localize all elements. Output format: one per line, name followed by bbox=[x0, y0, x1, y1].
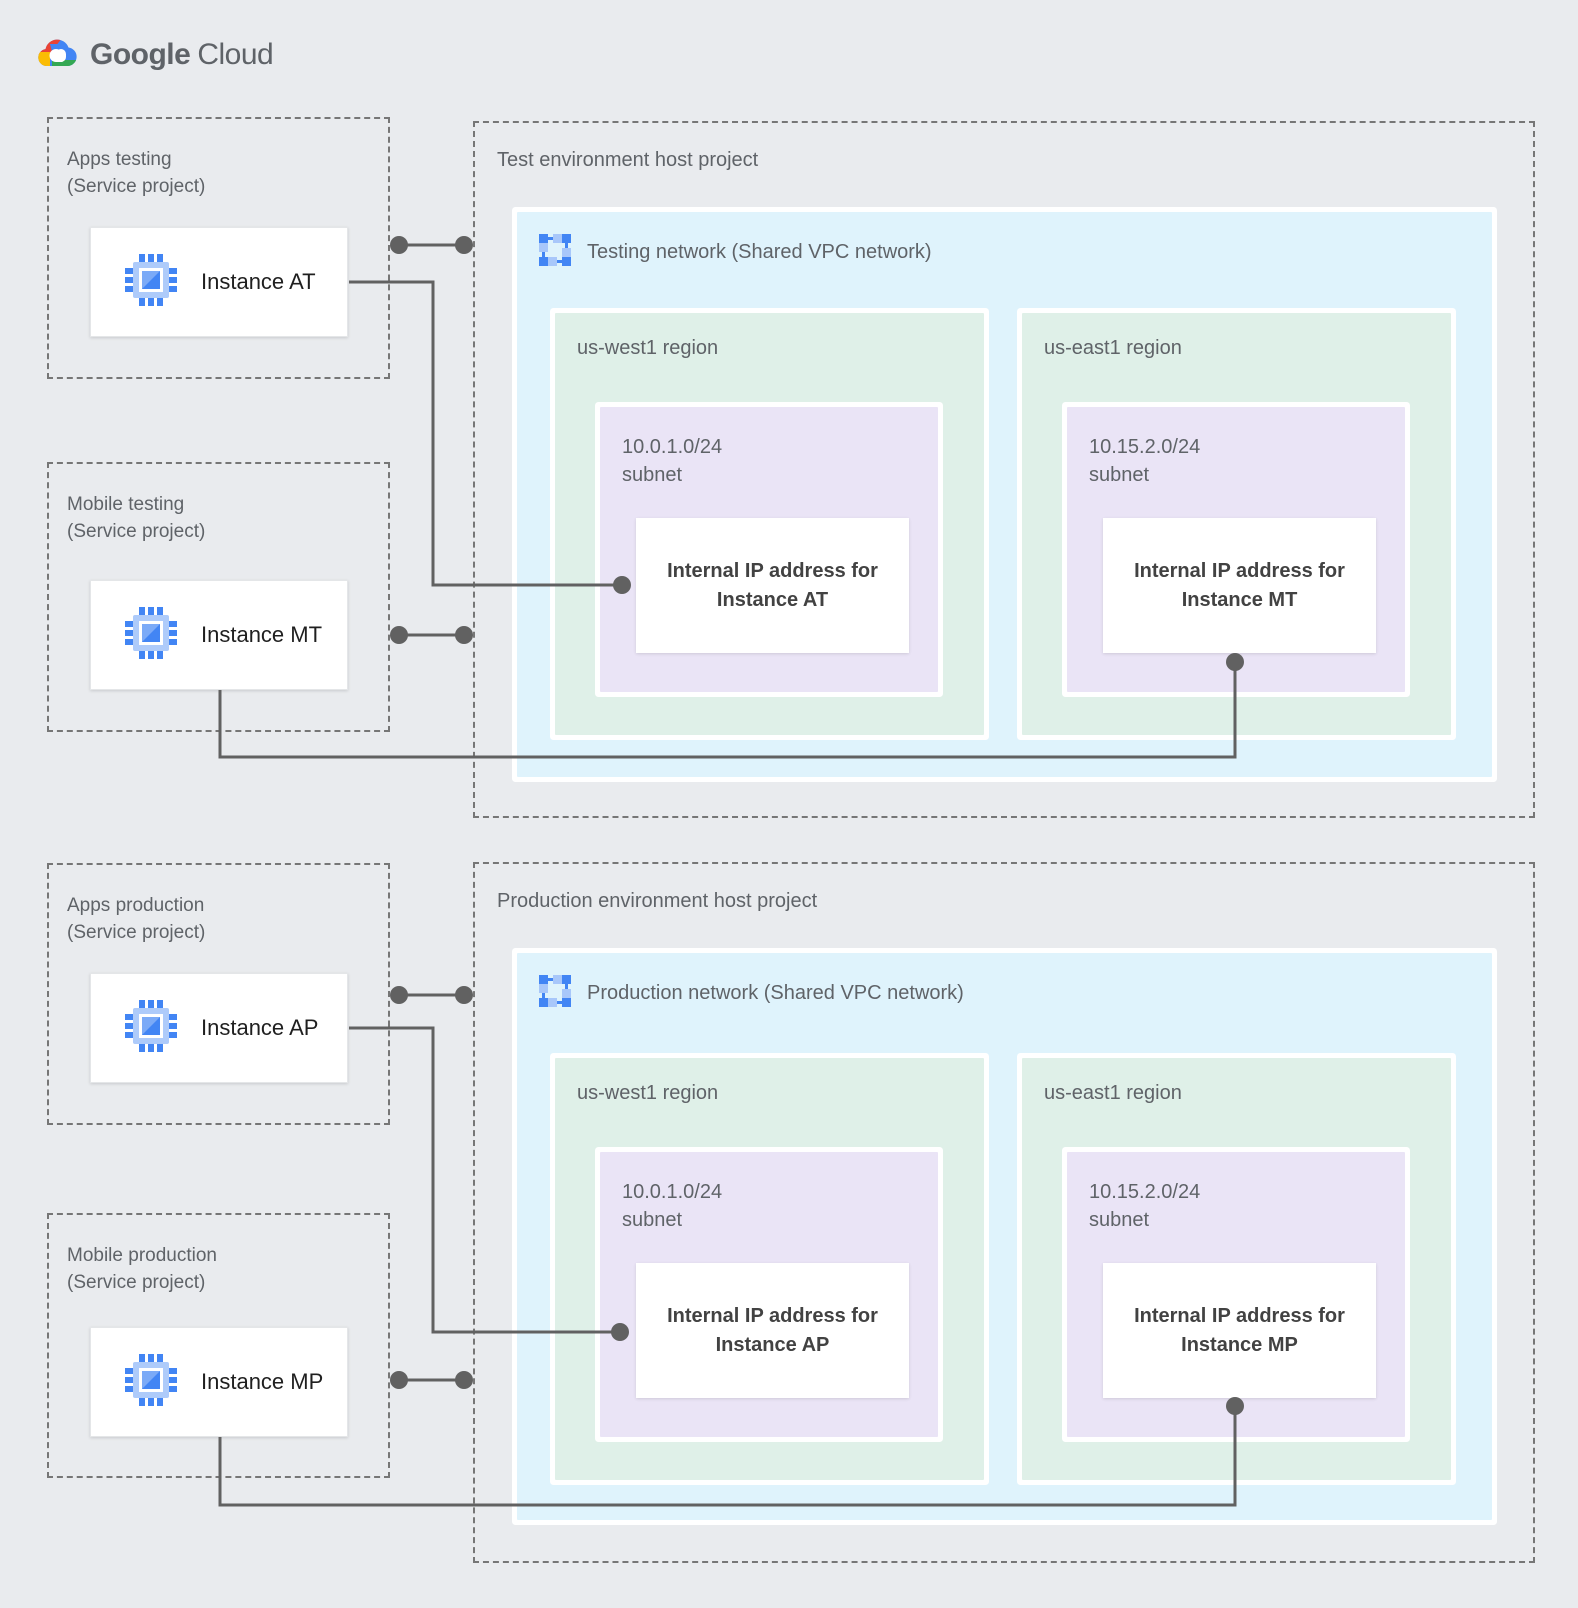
connector-ap-host bbox=[390, 986, 473, 1004]
service-project-label: Apps production (Service project) bbox=[49, 865, 388, 946]
instance-label: Instance AP bbox=[201, 1015, 319, 1040]
instance-mp-card: Instance MP bbox=[90, 1327, 348, 1437]
vpc-network-icon bbox=[539, 975, 571, 1007]
region-us-west1-test: us-west1 region 10.0.1.0/24 subnet Inter… bbox=[555, 313, 984, 735]
instance-label: Instance MP bbox=[201, 1369, 324, 1394]
service-project-title: Apps testing bbox=[67, 149, 172, 170]
chip-icon-slot bbox=[123, 998, 179, 1059]
service-project-title: Mobile production bbox=[67, 1245, 217, 1266]
service-project-subtitle: (Service project) bbox=[67, 922, 206, 943]
region-us-west1-prod: us-west1 region 10.0.1.0/24 subnet Inter… bbox=[555, 1058, 984, 1480]
subnet-label: 10.0.1.0/24 subnet bbox=[622, 1181, 723, 1231]
instance-ap-card: Instance AP bbox=[90, 973, 348, 1083]
chip-icon-slot bbox=[123, 605, 179, 666]
chip-icon-slot bbox=[123, 1352, 179, 1413]
google-cloud-logo-icon bbox=[38, 39, 77, 67]
internal-ip-label: Internal IP address for Instance AT bbox=[667, 559, 878, 611]
service-project-subtitle: (Service project) bbox=[67, 1272, 206, 1293]
subnet-label: 10.0.1.0/24 subnet bbox=[622, 436, 723, 486]
service-project-label: Mobile production (Service project) bbox=[49, 1215, 388, 1296]
internal-ip-label: Internal IP address for Instance MT bbox=[1134, 559, 1345, 611]
vpc-icon-slot bbox=[537, 232, 573, 273]
subnet-box: 10.15.2.0/24 subnet Internal IP address … bbox=[1067, 1152, 1405, 1437]
region-label: us-west1 region bbox=[577, 337, 719, 359]
connector-at-host bbox=[390, 236, 473, 254]
vpc-network-icon bbox=[539, 234, 571, 266]
region-us-east1-prod: us-east1 region 10.15.2.0/24 subnet Inte… bbox=[1022, 1058, 1451, 1480]
instance-label: Instance AT bbox=[201, 269, 316, 294]
instance-at-card: Instance AT bbox=[90, 227, 348, 337]
host-project-title: Test environment host project bbox=[497, 149, 759, 171]
subnet-box: 10.15.2.0/24 subnet Internal IP address … bbox=[1067, 407, 1405, 692]
region-label: us-east1 region bbox=[1044, 1082, 1182, 1104]
instance-label: Instance MT bbox=[201, 622, 323, 647]
host-project-title: Production environment host project bbox=[497, 890, 818, 912]
compute-instance-icon bbox=[125, 999, 177, 1052]
region-us-east1-test: us-east1 region 10.15.2.0/24 subnet Inte… bbox=[1022, 313, 1451, 735]
network-label: Testing network (Shared VPC network) bbox=[587, 241, 932, 263]
subnet-label: 10.15.2.0/24 subnet bbox=[1089, 1181, 1201, 1231]
subnet-label: 10.15.2.0/24 subnet bbox=[1089, 436, 1201, 486]
network-header: Production network (Shared VPC network) bbox=[517, 953, 1492, 1014]
service-project-subtitle: (Service project) bbox=[67, 176, 206, 197]
instance-mt-card: Instance MT bbox=[90, 580, 348, 690]
service-project-apps-production: Apps production (Service project) bbox=[47, 863, 390, 1125]
connector-mp-host bbox=[390, 1371, 473, 1389]
compute-instance-icon bbox=[125, 253, 177, 306]
testing-network-box: Testing network (Shared VPC network) us-… bbox=[517, 212, 1492, 777]
subnet-box: 10.0.1.0/24 subnet Internal IP address f… bbox=[600, 407, 938, 692]
internal-ip-card-ap: Internal IP address for Instance AP bbox=[636, 1263, 909, 1398]
service-project-apps-testing: Apps testing (Service project) bbox=[47, 117, 390, 379]
region-label: us-east1 region bbox=[1044, 337, 1182, 359]
logo-google-word: Google bbox=[90, 38, 191, 71]
service-project-title: Mobile testing bbox=[67, 494, 185, 515]
region-label: us-west1 region bbox=[577, 1082, 719, 1104]
subnet-box: 10.0.1.0/24 subnet Internal IP address f… bbox=[600, 1152, 938, 1437]
service-project-label: Mobile testing (Service project) bbox=[49, 464, 388, 545]
connector-mt-host bbox=[390, 626, 473, 644]
logo-cloud-word: Cloud bbox=[197, 38, 274, 71]
network-header: Testing network (Shared VPC network) bbox=[517, 212, 1492, 273]
internal-ip-card-mp: Internal IP address for Instance MP bbox=[1103, 1263, 1376, 1398]
internal-ip-card-at: Internal IP address for Instance AT bbox=[636, 518, 909, 653]
internal-ip-card-mt: Internal IP address for Instance MT bbox=[1103, 518, 1376, 653]
chip-icon-slot bbox=[123, 252, 179, 313]
network-label: Production network (Shared VPC network) bbox=[587, 982, 964, 1004]
service-project-label: Apps testing (Service project) bbox=[49, 119, 388, 200]
production-network-box: Production network (Shared VPC network) … bbox=[517, 953, 1492, 1520]
vpc-icon-slot bbox=[537, 973, 573, 1014]
internal-ip-label: Internal IP address for Instance AP bbox=[667, 1304, 878, 1356]
internal-ip-label: Internal IP address for Instance MP bbox=[1134, 1304, 1345, 1356]
service-project-subtitle: (Service project) bbox=[67, 521, 206, 542]
service-project-title: Apps production bbox=[67, 895, 205, 916]
compute-instance-icon bbox=[125, 1353, 177, 1406]
compute-instance-icon bbox=[125, 606, 177, 659]
